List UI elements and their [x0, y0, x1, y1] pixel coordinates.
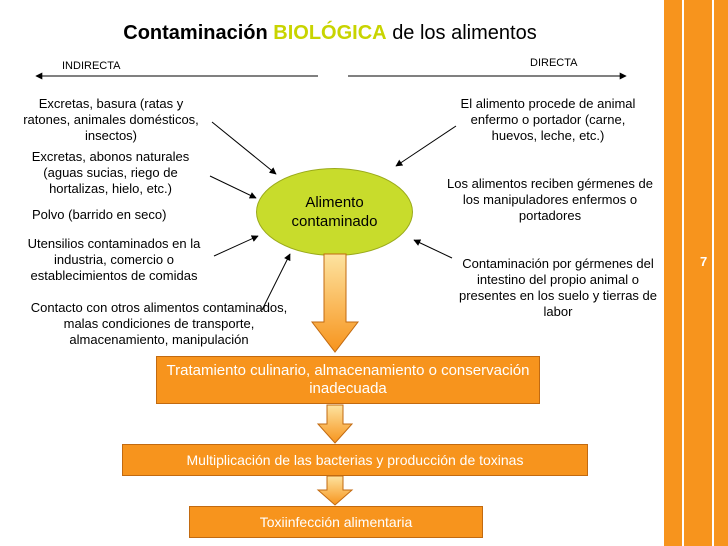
title-part-2: BIOLÓGICA — [273, 22, 387, 44]
direct-label: DIRECTA — [530, 57, 578, 69]
step-3-text: Toxiinfección alimentaria — [259, 514, 413, 530]
page-title: Contaminación BIOLÓGICA de los alimentos — [0, 22, 660, 45]
arrow-indirect-4 — [261, 253, 291, 311]
block-arrow-3 — [316, 475, 354, 506]
indirect-cause-1: Excretas, basura (ratas y ratones, anima… — [23, 96, 199, 143]
arrow-direct-2 — [413, 239, 453, 259]
side-divider-1 — [682, 0, 684, 546]
arrow-indirect-1 — [211, 121, 277, 175]
side-divider-2 — [712, 0, 714, 546]
center-line-1: Alimento — [305, 194, 364, 211]
arrow-direct-1 — [395, 125, 457, 167]
page-number: 7 — [700, 254, 708, 269]
indirect-cause-5: Contacto con otros alimentos contaminado… — [30, 300, 288, 347]
step-box-2: Multiplicación de las bacterias y produc… — [122, 444, 588, 476]
arrows-layer — [35, 72, 627, 506]
arrow-indirect-3 — [213, 235, 259, 257]
indirect-cause-4: Utensilios contaminados en la industria,… — [27, 236, 201, 283]
indirect-cause-3: Polvo (barrido en seco) — [32, 207, 167, 222]
step-2-text: Multiplicación de las bacterias y produc… — [186, 452, 524, 468]
arrow-indirect-2 — [209, 175, 257, 199]
title-part-1: Contaminación — [123, 22, 268, 44]
block-arrow-2 — [316, 404, 354, 444]
direct-cause-1: El alimento procede de animal enfermo o … — [460, 96, 636, 143]
side-panel — [664, 0, 728, 546]
block-arrow-1 — [310, 253, 360, 353]
step-box-1: Tratamiento culinario, almacenamiento o … — [156, 356, 540, 404]
indirect-label: INDIRECTA — [62, 60, 121, 72]
indirect-cause-2: Excretas, abonos naturales (aguas sucias… — [31, 149, 190, 196]
title-part-3: de los alimentos — [392, 22, 537, 44]
step-1-text: Tratamiento culinario, almacenamiento o … — [166, 362, 530, 397]
center-line-2: contaminado — [291, 213, 378, 230]
step-box-3: Toxiinfección alimentaria — [189, 506, 483, 538]
direct-cause-3: Contaminación por gérmenes del intestino… — [459, 256, 657, 319]
direct-cause-2: Los alimentos reciben gérmenes de los ma… — [447, 176, 653, 223]
